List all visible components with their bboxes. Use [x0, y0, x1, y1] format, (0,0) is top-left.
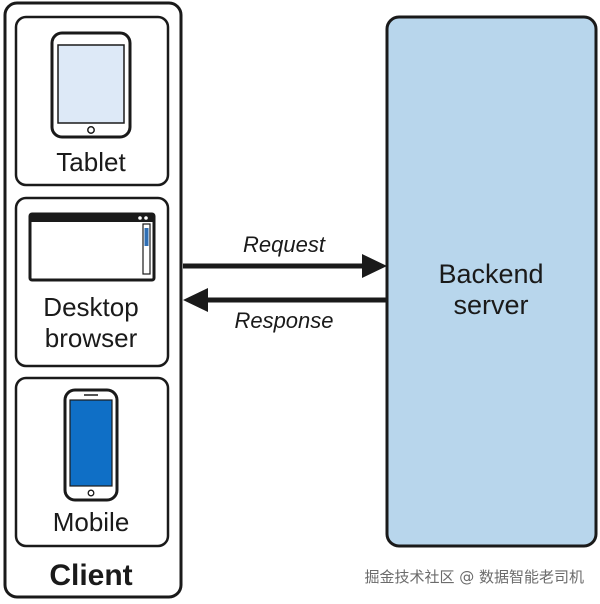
mobile-phone-icon [63, 388, 119, 502]
response-arrow [183, 288, 387, 312]
request-label: Request [243, 232, 326, 257]
browser-window-icon [28, 212, 156, 282]
tablet-panel: Tablet [14, 15, 170, 187]
server-label-line2: server [453, 290, 528, 320]
desktop-label-line1: Desktop [43, 292, 138, 322]
tablet-icon [50, 31, 132, 139]
response-label: Response [234, 308, 333, 333]
tablet-label: Tablet [56, 147, 126, 177]
backend-server-box [385, 15, 598, 548]
client-title: Client [49, 559, 132, 592]
request-arrow [183, 254, 387, 278]
watermark-text: 掘金技术社区 @ 数据智能老司机 [364, 568, 584, 586]
desktop-browser-panel: Desktop browser [14, 196, 170, 368]
mobile-panel: Mobile [14, 376, 170, 548]
desktop-label-line2: browser [45, 323, 138, 353]
mobile-label: Mobile [53, 507, 130, 537]
server-label-line1: Backend [438, 259, 543, 289]
